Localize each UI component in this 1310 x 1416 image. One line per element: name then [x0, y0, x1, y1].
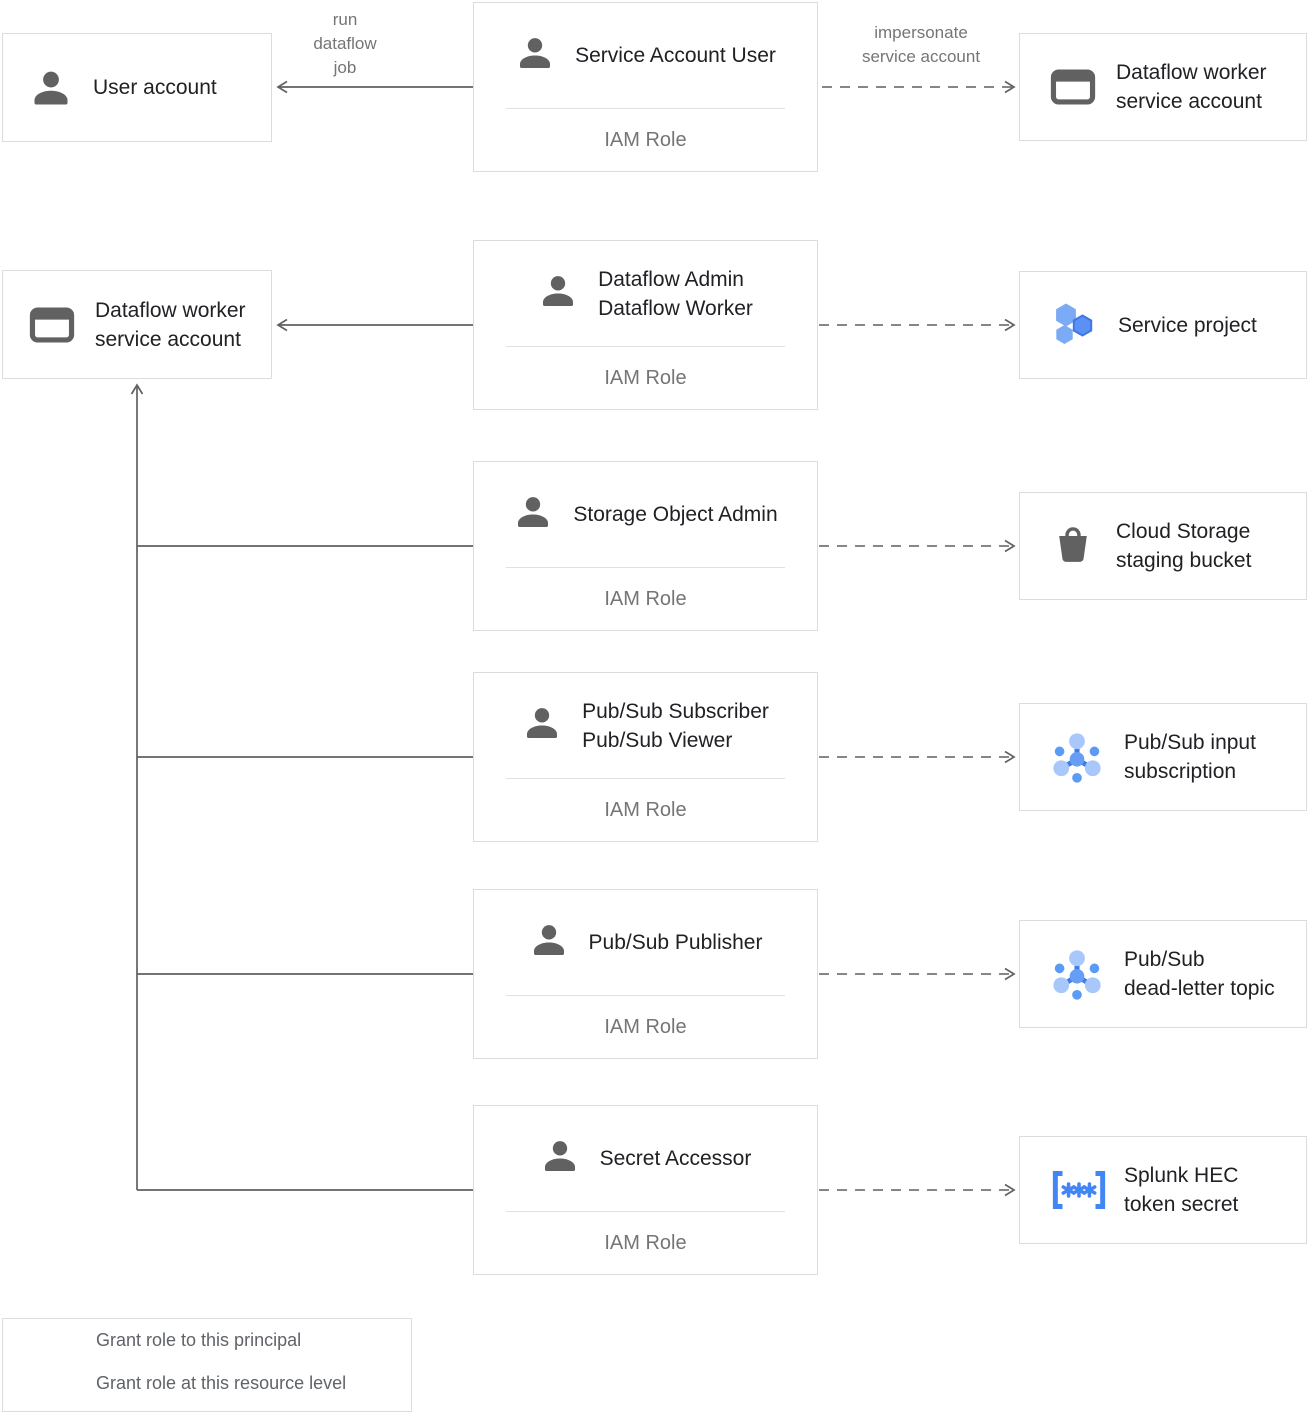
divider — [506, 1211, 785, 1213]
edge-label-impersonate-service-account: impersonate service account — [861, 23, 981, 66]
node-label: Splunk HEC token secret — [1124, 1164, 1239, 1216]
person-icon — [522, 703, 562, 748]
node-pubsub-input-subscription: Pub/Sub input subscription — [1019, 703, 1307, 811]
person-icon — [540, 1136, 580, 1181]
node-label: Dataflow worker service account — [1116, 61, 1267, 113]
legend — [2, 1318, 412, 1412]
divider — [506, 995, 785, 997]
role-box-service-account-user: Service Account User IAM Role — [473, 2, 818, 172]
secret-icon — [1046, 1168, 1112, 1212]
iam-role-label: IAM Role — [604, 587, 687, 610]
role-title: Pub/Sub Subscriber Pub/Sub Viewer — [582, 699, 769, 752]
iam-role-label: IAM Role — [604, 1231, 687, 1254]
role-title: Service Account User — [575, 44, 776, 68]
node-label: Cloud Storage staging bucket — [1116, 520, 1252, 572]
person-icon — [538, 271, 578, 316]
iam-role-label: IAM Role — [604, 1015, 687, 1038]
role-title: Pub/Sub Publisher — [588, 931, 763, 955]
node-label: Dataflow worker service account — [95, 298, 246, 351]
project-icon — [1050, 301, 1098, 349]
iam-role-label: IAM Role — [604, 366, 687, 389]
divider — [506, 567, 785, 569]
node-label: User account — [93, 76, 217, 99]
edge-label-run-dataflow-job: run dataflow job — [313, 10, 377, 77]
role-box-pubsub-subscriber-viewer: Pub/Sub Subscriber Pub/Sub Viewer IAM Ro… — [473, 672, 818, 842]
role-box-secret-accessor: Secret Accessor IAM Role — [473, 1105, 818, 1275]
node-pubsub-dead-letter-topic: Pub/Sub dead-letter topic — [1019, 920, 1307, 1028]
legend-solid-label: Grant role to this principal — [96, 1330, 302, 1350]
role-title: Storage Object Admin — [573, 503, 778, 527]
person-icon — [513, 492, 553, 537]
person-icon — [515, 33, 555, 78]
role-title: Secret Accessor — [599, 1147, 752, 1171]
legend-dashed-label: Grant role at this resource level — [96, 1373, 347, 1393]
node-splunk-hec-token-secret: Splunk HEC token secret — [1019, 1136, 1307, 1244]
bucket-icon — [1050, 523, 1096, 569]
divider — [506, 346, 785, 348]
node-dataflow-worker-service-account-resource: Dataflow worker service account — [1019, 33, 1307, 141]
person-icon — [529, 920, 569, 965]
iam-role-label: IAM Role — [604, 128, 687, 151]
node-user-account: User account — [2, 33, 272, 142]
pubsub-icon — [1050, 947, 1104, 1001]
node-label: Service project — [1118, 313, 1257, 337]
role-box-dataflow-admin-worker: Dataflow Admin Dataflow Worker IAM Role — [473, 240, 818, 410]
service-account-icon — [29, 305, 75, 345]
user-icon — [29, 66, 73, 110]
pubsub-icon — [1050, 730, 1104, 784]
role-box-storage-object-admin: Storage Object Admin IAM Role — [473, 461, 818, 631]
node-label: Pub/Sub input subscription — [1124, 731, 1256, 783]
divider — [506, 108, 785, 110]
divider — [506, 778, 785, 780]
iam-role-label: IAM Role — [604, 798, 687, 821]
service-account-icon — [1050, 67, 1096, 107]
role-title: Dataflow Admin Dataflow Worker — [598, 267, 753, 320]
node-dataflow-worker-service-account: Dataflow worker service account — [2, 270, 272, 379]
role-box-pubsub-publisher: Pub/Sub Publisher IAM Role — [473, 889, 818, 1059]
node-label: Pub/Sub dead-letter topic — [1124, 948, 1275, 1000]
node-service-project: Service project — [1019, 271, 1307, 379]
node-cloud-storage-staging-bucket: Cloud Storage staging bucket — [1019, 492, 1307, 600]
